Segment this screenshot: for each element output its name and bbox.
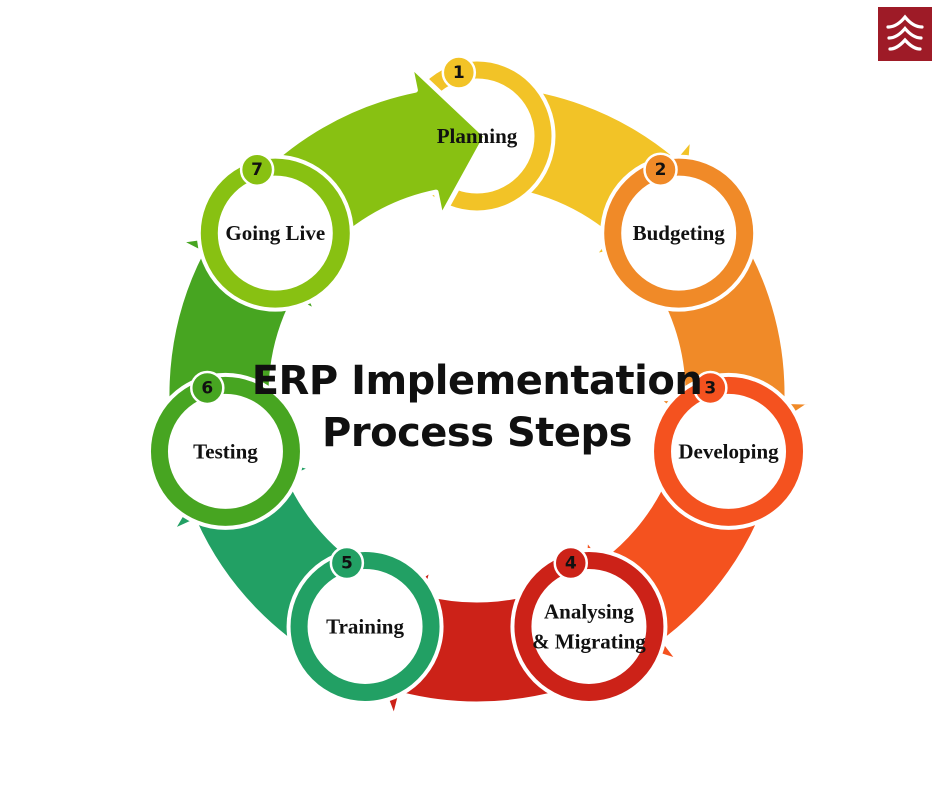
cycle-segments — [146, 57, 816, 723]
step-badge-circle-3 — [693, 370, 728, 406]
step-badge-7[interactable]: 7 — [239, 152, 275, 187]
step-badge-circle-1 — [441, 55, 477, 90]
step-label-5: Training — [326, 614, 404, 638]
step-label-group-4: Analysing & Migrating — [532, 599, 646, 653]
step-ring-2 — [604, 158, 754, 308]
step-disc-5 — [286, 547, 444, 705]
step-label-group-3: Developing — [678, 439, 779, 463]
step-badge-number-3: 3 — [704, 378, 716, 398]
brand-logo — [878, 7, 932, 61]
step-badge-number-5: 5 — [341, 554, 353, 574]
step-badge-circle-6 — [190, 370, 225, 406]
step-badge-circle-2 — [643, 152, 678, 187]
step-label-group-1: Planning — [437, 124, 518, 148]
step-label-3: Developing — [678, 439, 779, 463]
step-ring-3 — [654, 376, 804, 526]
step-disc-4 — [510, 547, 668, 705]
step-badge-circle-7 — [239, 152, 275, 187]
step-label-1: Planning — [437, 124, 518, 148]
step-ring-7 — [200, 158, 350, 308]
step-label-4-line-1: Analysing — [544, 599, 634, 623]
step-badge-5[interactable]: 5 — [329, 545, 365, 581]
step-badge-circle-5 — [329, 545, 365, 581]
step-badge-number-6: 6 — [201, 378, 213, 398]
step-disc-6 — [146, 372, 304, 530]
step-label-7: Going Live — [225, 221, 325, 245]
title-line-2: Process Steps — [322, 410, 632, 456]
title-line-1: ERP Implementation — [252, 358, 703, 404]
cycle-step-badges: 1 2 3 4 5 6 7 — [190, 55, 728, 581]
step-badge-1[interactable]: 1 — [441, 55, 477, 90]
step-ring-6 — [150, 376, 300, 526]
step-label-4-line-2: & Migrating — [532, 629, 646, 653]
step-disc-2 — [600, 154, 758, 312]
step-label-2: Budgeting — [633, 221, 726, 245]
step-badge-circle-4 — [553, 545, 588, 581]
step-label-group-6: Testing — [193, 439, 258, 463]
step-badge-2[interactable]: 2 — [643, 152, 678, 187]
step-badge-6[interactable]: 6 — [190, 370, 225, 406]
step-badge-3[interactable]: 3 — [693, 370, 728, 406]
step-ring-4 — [514, 551, 664, 701]
step-label-group-7: Going Live — [225, 221, 325, 245]
step-disc-7 — [196, 154, 354, 312]
page-title: ERP Implementation Process Steps — [252, 358, 703, 456]
step-badge-number-1: 1 — [453, 63, 465, 83]
step-label-group-5: Training — [326, 614, 404, 638]
step-badge-4[interactable]: 4 — [553, 545, 588, 581]
step-label-group-2: Budgeting — [633, 221, 726, 245]
cycle-step-7[interactable] — [196, 62, 489, 312]
step-badge-number-7: 7 — [251, 160, 263, 180]
step-badge-number-4: 4 — [565, 554, 577, 574]
step-disc-3 — [650, 372, 808, 530]
chevron-tree-icon — [886, 14, 924, 51]
step-label-6: Testing — [193, 439, 258, 463]
step-ring-5 — [290, 551, 440, 701]
step-badge-number-2: 2 — [655, 160, 667, 180]
